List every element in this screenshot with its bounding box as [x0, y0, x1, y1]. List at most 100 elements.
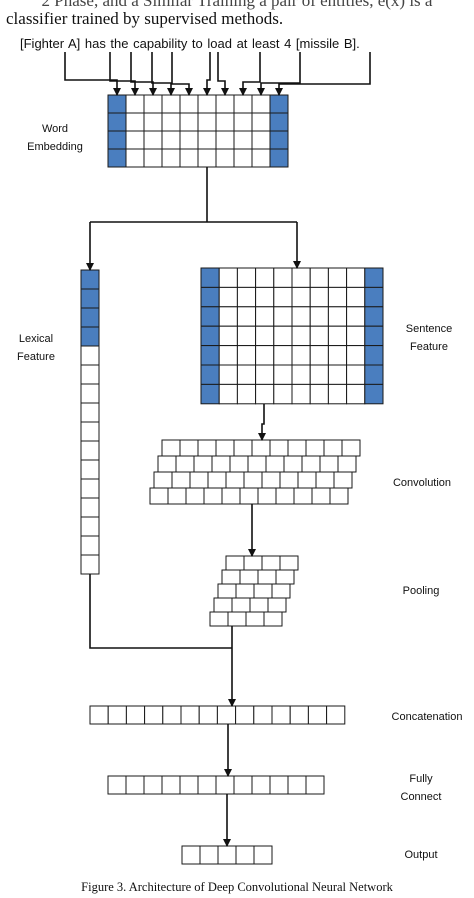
sentence-cell — [364, 345, 384, 366]
conv-cell — [157, 455, 177, 473]
conv-cell — [193, 455, 213, 473]
embedding-cell — [197, 130, 217, 150]
sentence-cell — [255, 267, 275, 288]
label-concatenation: Concatenation — [391, 711, 463, 723]
concat-cell — [198, 705, 218, 725]
pool-cell — [221, 569, 241, 585]
lexical-cell — [80, 269, 100, 290]
conv-cell — [333, 471, 353, 489]
embedding-cell — [179, 112, 199, 132]
embedding-cell — [143, 112, 163, 132]
conv-cell — [301, 455, 321, 473]
sentence-cell — [364, 325, 384, 347]
embedding-cell — [251, 94, 271, 114]
conv-cell — [251, 439, 271, 457]
conv-cell — [257, 487, 277, 505]
embedding-cell — [143, 148, 163, 168]
sentence-cell — [236, 345, 257, 366]
concat-cell — [253, 705, 273, 725]
embedding-cell — [215, 112, 235, 132]
pool-cell — [245, 611, 265, 627]
conv-cell — [207, 471, 227, 489]
sentence-cell — [273, 325, 293, 347]
output-cell — [217, 845, 237, 865]
sentence-cell — [236, 325, 257, 347]
concat-cell — [271, 705, 291, 725]
pool-cell — [225, 555, 245, 571]
fc-cell — [233, 775, 253, 795]
conv-cell — [215, 439, 235, 457]
conv-cell — [329, 487, 349, 505]
input-sentence: [Fighter A] has the capability to load a… — [20, 36, 360, 51]
embedding-cell — [179, 130, 199, 150]
embedding-cell — [143, 94, 163, 114]
sentence-cell — [236, 286, 257, 308]
embedding-cell — [197, 94, 217, 114]
pool-cell — [239, 569, 259, 585]
embedding-cell — [251, 148, 271, 168]
conv-cell — [315, 471, 335, 489]
concat-cell — [289, 705, 309, 725]
fc-cell — [161, 775, 181, 795]
embedding-cell — [125, 130, 145, 150]
connector-line — [89, 574, 232, 649]
sentence-cell — [291, 267, 311, 288]
embedding-cell — [179, 148, 199, 168]
concat-cell — [307, 705, 328, 725]
lexical-cell — [80, 421, 100, 442]
conv-cell — [161, 439, 181, 457]
lexical-cell — [80, 554, 100, 575]
sentence-cell — [327, 345, 348, 366]
sentence-cell — [346, 383, 366, 405]
embedding-cell — [179, 94, 199, 114]
embedding-cell — [269, 130, 289, 150]
concat-cell — [144, 705, 164, 725]
arrow — [239, 52, 261, 96]
arrow — [130, 52, 157, 96]
conv-cell — [239, 487, 259, 505]
fc-cell — [305, 775, 325, 795]
label-pooling: Pooling — [402, 585, 440, 597]
pool-cell — [275, 569, 295, 585]
conv-cell — [171, 471, 191, 489]
sentence-cell — [309, 306, 329, 327]
sentence-cell — [291, 286, 311, 308]
sentence-cell — [291, 325, 311, 347]
sentence-cell — [309, 383, 329, 405]
fc-cell — [269, 775, 289, 795]
sentence-cell — [255, 364, 275, 385]
output-cell — [199, 845, 219, 865]
lexical-cell — [80, 345, 100, 366]
sentence-cell — [346, 306, 366, 327]
pool-cell — [243, 555, 263, 571]
sentence-cell — [291, 345, 311, 366]
pool-cell — [249, 597, 269, 613]
sentence-cell — [255, 383, 275, 405]
conv-cell — [275, 487, 295, 505]
sentence-cell — [200, 267, 220, 288]
conv-cell — [229, 455, 249, 473]
arrow — [257, 52, 301, 96]
embedding-cell — [233, 148, 253, 168]
concat-cell — [216, 705, 237, 725]
sentence-cell — [364, 306, 384, 327]
label-lexical-feature: Lexical Feature — [17, 333, 55, 363]
sentence-cell — [200, 364, 220, 385]
sentence-cell — [255, 306, 275, 327]
embedding-cell — [215, 94, 235, 114]
arrow — [258, 404, 266, 441]
lexical-cell — [80, 459, 100, 480]
lexical-cell — [80, 516, 100, 537]
embedding-cell — [269, 112, 289, 132]
sentence-cell — [255, 286, 275, 308]
concatenation-vector — [89, 705, 346, 725]
body-text-line: classifier trained by supervised methods… — [6, 9, 284, 28]
conv-cell — [319, 455, 339, 473]
conv-cell — [305, 439, 325, 457]
embedding-cell — [161, 112, 181, 132]
conv-cell — [337, 455, 357, 473]
label-fully-connect: Fully Connect — [400, 773, 442, 803]
arrow — [217, 52, 229, 96]
embedding-cell — [143, 130, 163, 150]
concat-cell — [235, 705, 255, 725]
